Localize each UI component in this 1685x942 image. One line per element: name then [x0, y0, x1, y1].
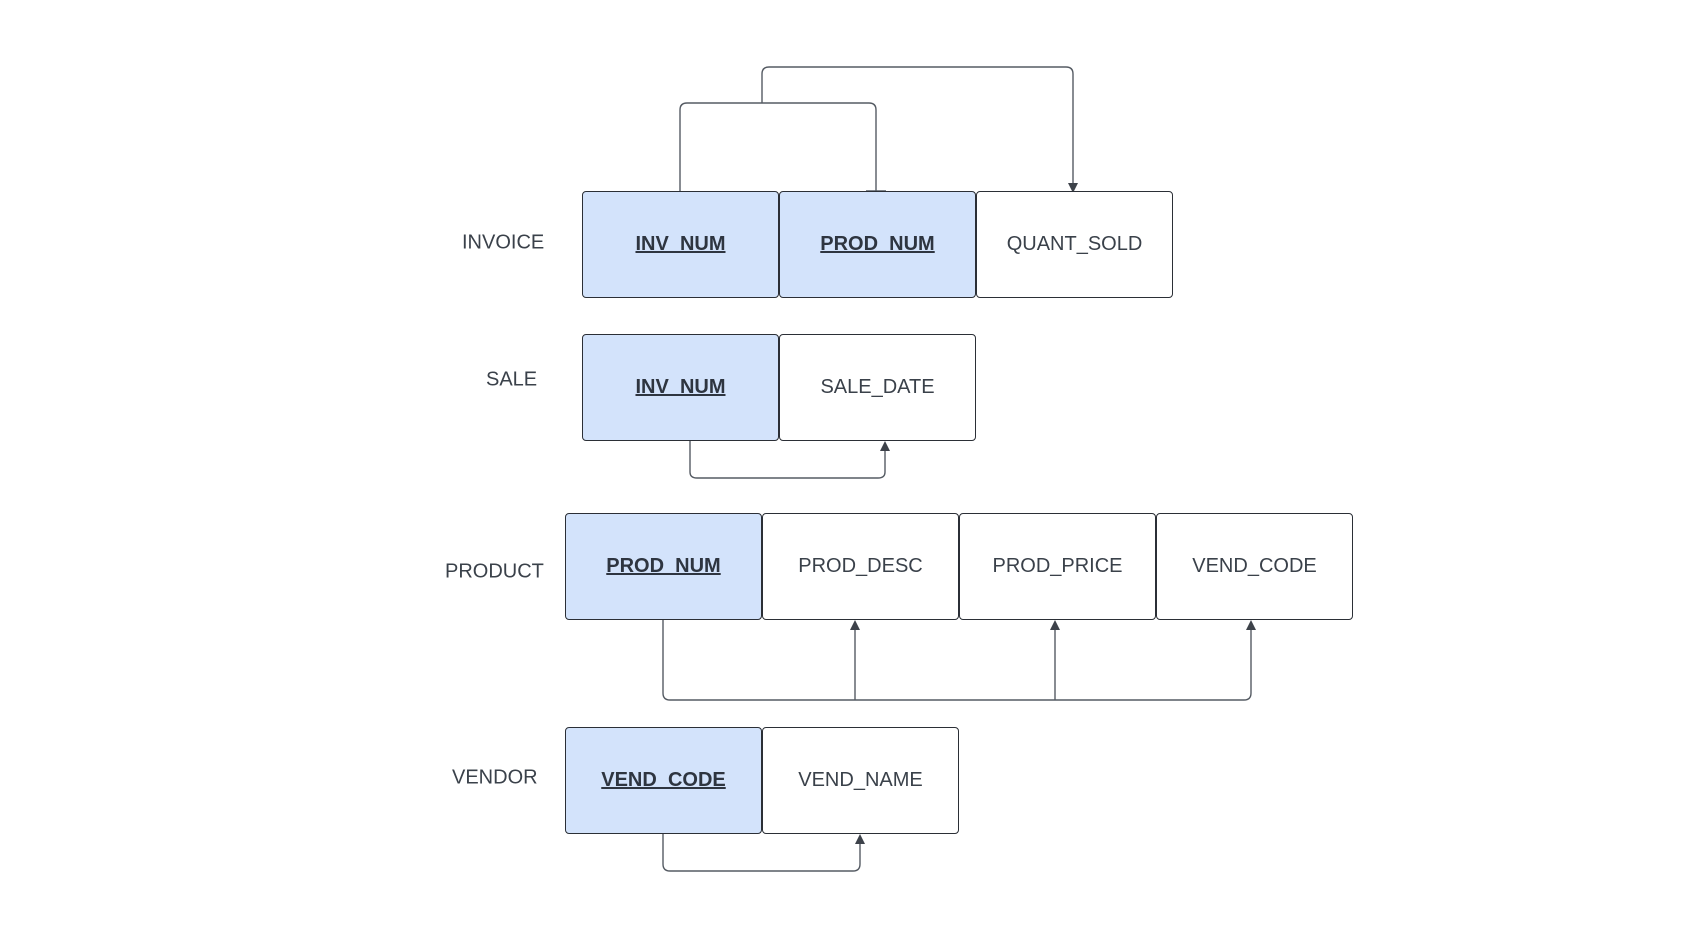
product-prod-num-label: PROD_NUM [606, 555, 721, 577]
product-vend-code-label: VEND_CODE [1192, 555, 1317, 577]
sale-inv-num-label: INV_NUM [635, 376, 726, 398]
table-label-product: PRODUCT [445, 560, 544, 583]
invoice-dependency-arrow-quant-sold [761, 66, 1078, 193]
sale-inv-num-cell[interactable]: INV_NUM [582, 334, 779, 441]
sale-dependency-arrow-sale-date [689, 441, 890, 479]
table-label-invoice: INVOICE [462, 231, 545, 254]
product-vend-code-cell[interactable]: VEND_CODE [1156, 513, 1353, 620]
invoice-prod-num-cell[interactable]: PROD_NUM [779, 191, 976, 298]
product-prod-price-cell[interactable]: PROD_PRICE [959, 513, 1156, 620]
invoice-quant-sold-label: QUANT_SOLD [1006, 233, 1143, 255]
vendor-dependency-arrow-vend-name [662, 834, 865, 872]
invoice-inv-num-label: INV_NUM [635, 233, 726, 255]
invoice-prod-num-label: PROD_NUM [820, 233, 935, 255]
product-prod-desc-cell[interactable]: PROD_DESC [762, 513, 959, 620]
table-label-vendor: VENDOR [452, 766, 538, 789]
vendor-vend-code-label: VEND_CODE [601, 769, 726, 791]
vendor-vend-code-cell[interactable]: VEND_CODE [565, 727, 762, 834]
table-label-sale: SALE [486, 368, 538, 391]
vendor-vend-name-label: VEND_NAME [798, 769, 923, 791]
sale-sale-date-label: SALE_DATE [820, 376, 935, 398]
product-prod-desc-label: PROD_DESC [798, 555, 923, 577]
sale-sale-date-cell[interactable]: SALE_DATE [779, 334, 976, 441]
product-dependency-arrow-vend-code [662, 620, 1256, 701]
product-prod-price-label: PROD_PRICE [992, 555, 1123, 577]
vendor-vend-name-cell[interactable]: VEND_NAME [762, 727, 959, 834]
invoice-inv-num-cell[interactable]: INV_NUM [582, 191, 779, 298]
invoice-composite-key-bracket [679, 102, 877, 191]
invoice-quant-sold-cell[interactable]: QUANT_SOLD [976, 191, 1173, 298]
product-prod-num-cell[interactable]: PROD_NUM [565, 513, 762, 620]
